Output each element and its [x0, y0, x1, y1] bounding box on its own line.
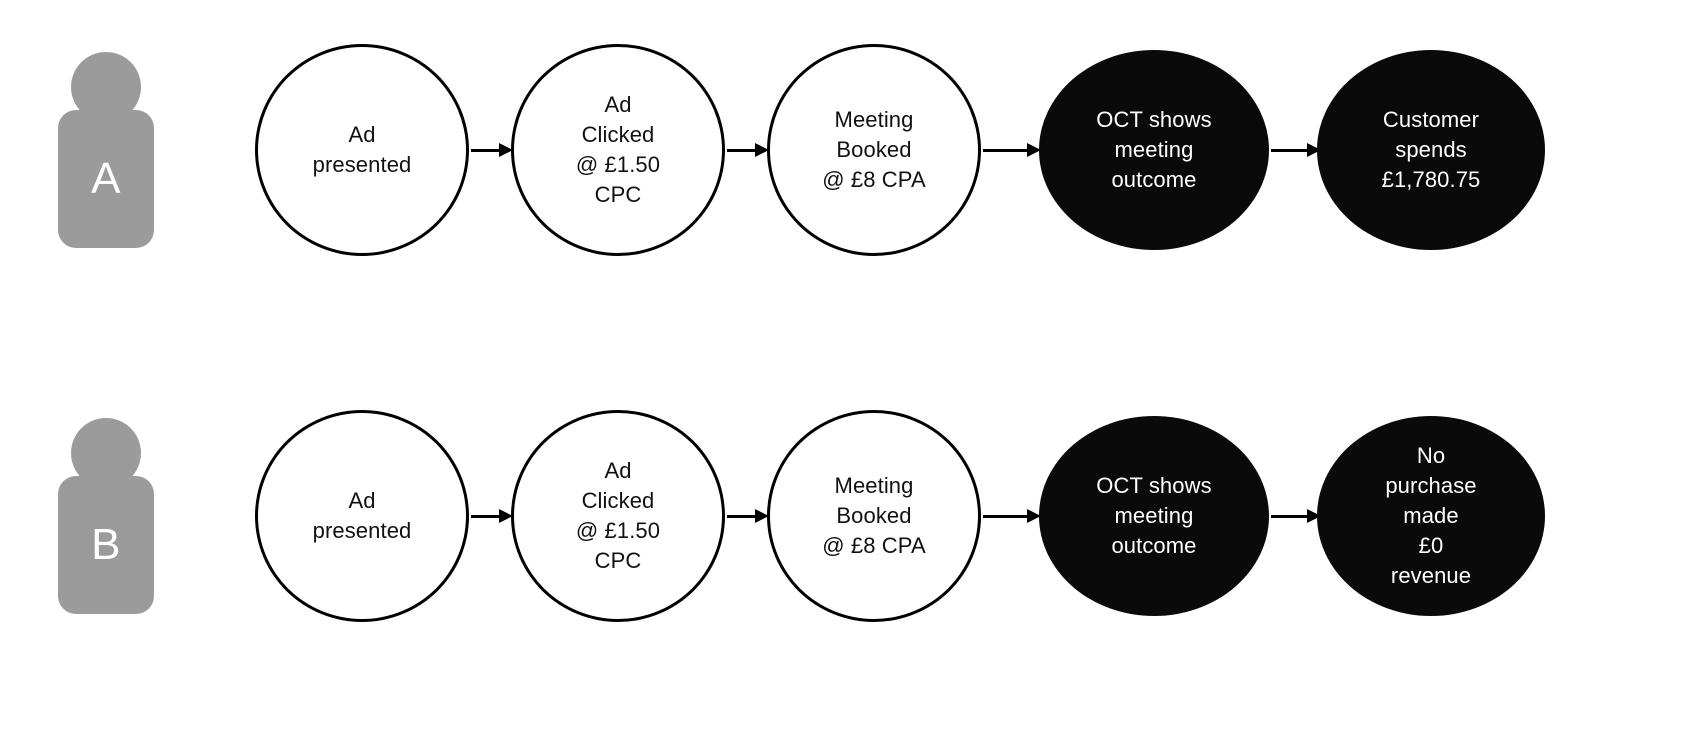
node-a-4[interactable]: OCT shows meeting outcome — [1039, 50, 1269, 250]
person-icon-b: B — [58, 418, 154, 614]
node-a-1[interactable]: Ad presented — [255, 44, 469, 256]
node-b-2[interactable]: Ad Clicked @ £1.50 CPC — [511, 410, 725, 622]
node-a-1-label: Ad presented — [312, 122, 412, 177]
node-a-2[interactable]: Ad Clicked @ £1.50 CPC — [511, 44, 725, 256]
node-a-5-label: Customer spends £1,780.75 — [1381, 107, 1481, 192]
node-b-1-label: Ad presented — [312, 488, 412, 543]
node-a-5[interactable]: Customer spends £1,780.75 — [1317, 50, 1545, 250]
node-a-4-label: OCT shows meeting outcome — [1096, 107, 1212, 192]
node-a-3[interactable]: Meeting Booked @ £8 CPA — [767, 44, 981, 256]
arrow-b-2-to-3 — [727, 508, 769, 524]
arrow-a-3-to-4 — [983, 142, 1041, 158]
person-body-icon — [58, 110, 154, 248]
node-b-3[interactable]: Meeting Booked @ £8 CPA — [767, 410, 981, 622]
person-body-icon — [58, 476, 154, 614]
arrow-a-1-to-2 — [471, 142, 513, 158]
node-b-4[interactable]: OCT shows meeting outcome — [1039, 416, 1269, 616]
node-b-5-label: No purchase made £0 revenue — [1385, 443, 1477, 588]
node-b-4-label: OCT shows meeting outcome — [1096, 473, 1212, 558]
arrow-a-4-to-5 — [1271, 142, 1321, 158]
node-b-3-label: Meeting Booked @ £8 CPA — [822, 473, 926, 558]
node-b-1[interactable]: Ad presented — [255, 410, 469, 622]
person-label-a: A — [91, 154, 121, 203]
node-a-2-label: Ad Clicked @ £1.50 CPC — [575, 92, 661, 207]
node-b-5[interactable]: No purchase made £0 revenue — [1317, 416, 1545, 616]
person-label-b: B — [91, 520, 121, 569]
arrow-a-2-to-3 — [727, 142, 769, 158]
node-a-3-label: Meeting Booked @ £8 CPA — [822, 107, 926, 192]
arrow-b-1-to-2 — [471, 508, 513, 524]
node-b-2-label: Ad Clicked @ £1.50 CPC — [575, 458, 661, 573]
person-icon-a: A — [58, 52, 154, 248]
arrow-b-3-to-4 — [983, 508, 1041, 524]
arrow-b-4-to-5 — [1271, 508, 1321, 524]
